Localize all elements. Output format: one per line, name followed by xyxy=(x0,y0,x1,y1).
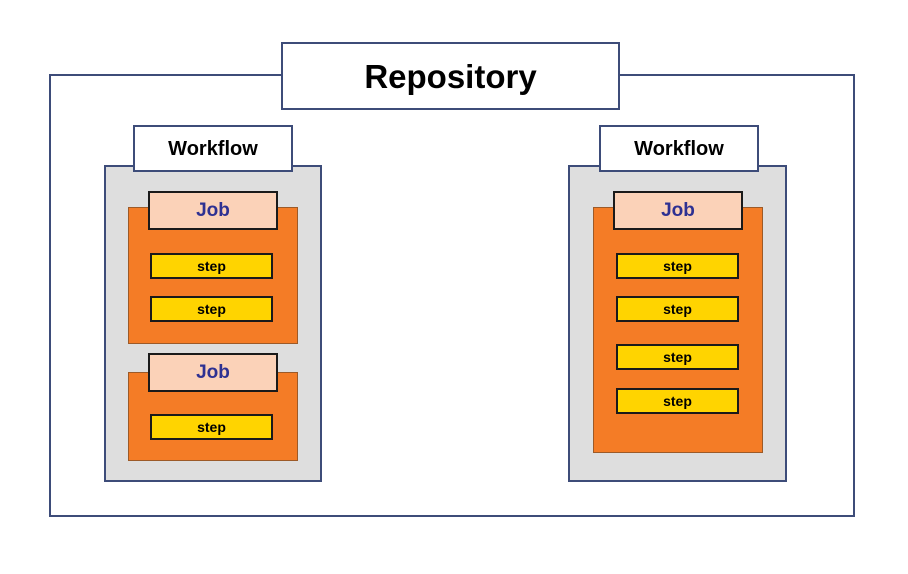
step-box-2-1-3: step xyxy=(616,344,739,370)
job-label-box-1-2: Job xyxy=(148,353,278,392)
step-label: step xyxy=(663,301,692,317)
step-box-2-1-2: step xyxy=(616,296,739,322)
job-body-2-1 xyxy=(593,207,763,453)
step-box-1-2-1: step xyxy=(150,414,273,440)
step-label: step xyxy=(197,301,226,317)
step-box-1-1-2: step xyxy=(150,296,273,322)
step-box-2-1-1: step xyxy=(616,253,739,279)
step-label: step xyxy=(663,349,692,365)
workflow-label: Workflow xyxy=(634,137,724,160)
job-label: Job xyxy=(196,200,230,221)
page-title: Repository xyxy=(364,57,537,95)
step-label: step xyxy=(663,258,692,274)
step-box-2-1-4: step xyxy=(616,388,739,414)
workflow-label-box-1: Workflow xyxy=(133,125,293,172)
workflow-label: Workflow xyxy=(168,137,258,160)
step-label: step xyxy=(197,258,226,274)
job-label-box-2-1: Job xyxy=(613,191,743,230)
job-label: Job xyxy=(196,362,230,383)
step-label: step xyxy=(663,393,692,409)
repository-title-box: Repository xyxy=(281,42,620,110)
job-label-box-1-1: Job xyxy=(148,191,278,230)
step-label: step xyxy=(197,419,226,435)
step-box-1-1-1: step xyxy=(150,253,273,279)
workflow-label-box-2: Workflow xyxy=(599,125,759,172)
job-label: Job xyxy=(661,200,695,221)
